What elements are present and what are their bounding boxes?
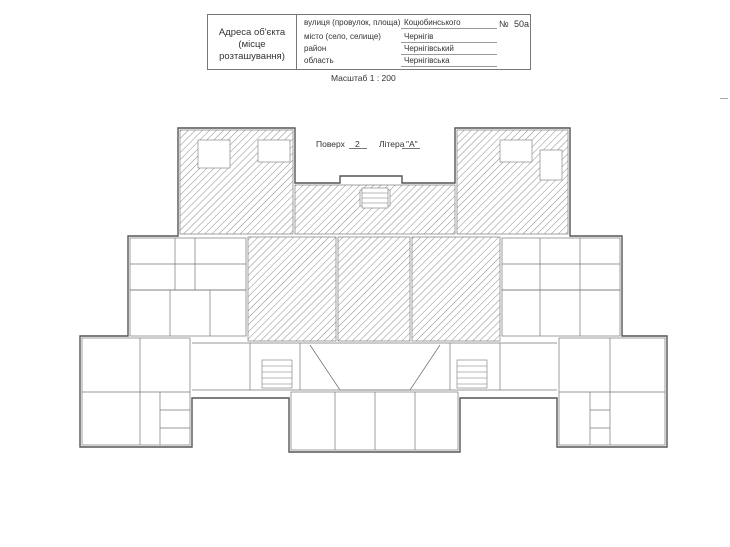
staircase-left	[261, 359, 293, 389]
hatched-hall-left	[247, 236, 337, 342]
floor-label: Поверх	[316, 139, 345, 149]
room-outline	[257, 139, 291, 163]
address-block: Адреса об'єкта (місце розташування) вули…	[207, 14, 531, 70]
right-lower-rooms	[558, 337, 666, 446]
hatched-center-column	[337, 236, 411, 342]
corner-mark	[720, 98, 728, 107]
city-underline	[401, 42, 497, 43]
letter-underline	[402, 148, 420, 149]
scale-text: Масштаб 1 : 200	[331, 73, 396, 83]
letter-label: Літера	[379, 139, 405, 149]
building-outline	[79, 127, 668, 453]
center-lower-rooms	[192, 342, 557, 451]
address-title-line1: Адреса об'єкта	[218, 27, 286, 38]
address-title-cell: Адреса об'єкта (місце розташування)	[208, 15, 297, 69]
region-underline	[401, 66, 497, 67]
letter-value: "А"	[406, 139, 418, 149]
room-outline	[197, 139, 231, 169]
district-underline	[401, 54, 497, 55]
district-label: район	[304, 44, 327, 53]
room-outline	[539, 149, 563, 181]
city-value: Чернігів	[404, 32, 434, 41]
floor-value: 2	[355, 139, 360, 149]
hatched-hall-right	[411, 236, 501, 342]
floor-underline	[349, 148, 367, 149]
building-number-value: 50а	[514, 19, 530, 29]
street-label: вулиця (провулок, площа)	[304, 18, 401, 27]
city-label: місто (село, селище)	[304, 32, 381, 41]
left-lower-rooms	[81, 337, 191, 446]
street-value: Коцюбинського	[404, 18, 461, 27]
address-title-line2: (місце розташування)	[219, 39, 285, 62]
left-upper-rooms	[129, 237, 247, 337]
diagonal-walls	[309, 344, 441, 391]
building-number-label: №	[499, 19, 509, 29]
room-outline	[499, 139, 533, 163]
staircase-top	[361, 187, 389, 209]
region-value: Чернігівська	[404, 56, 450, 65]
staircase-right	[456, 359, 488, 389]
district-value: Чернігівський	[404, 44, 454, 53]
right-upper-rooms	[501, 237, 621, 337]
street-underline	[401, 28, 497, 29]
region-label: область	[304, 56, 334, 65]
